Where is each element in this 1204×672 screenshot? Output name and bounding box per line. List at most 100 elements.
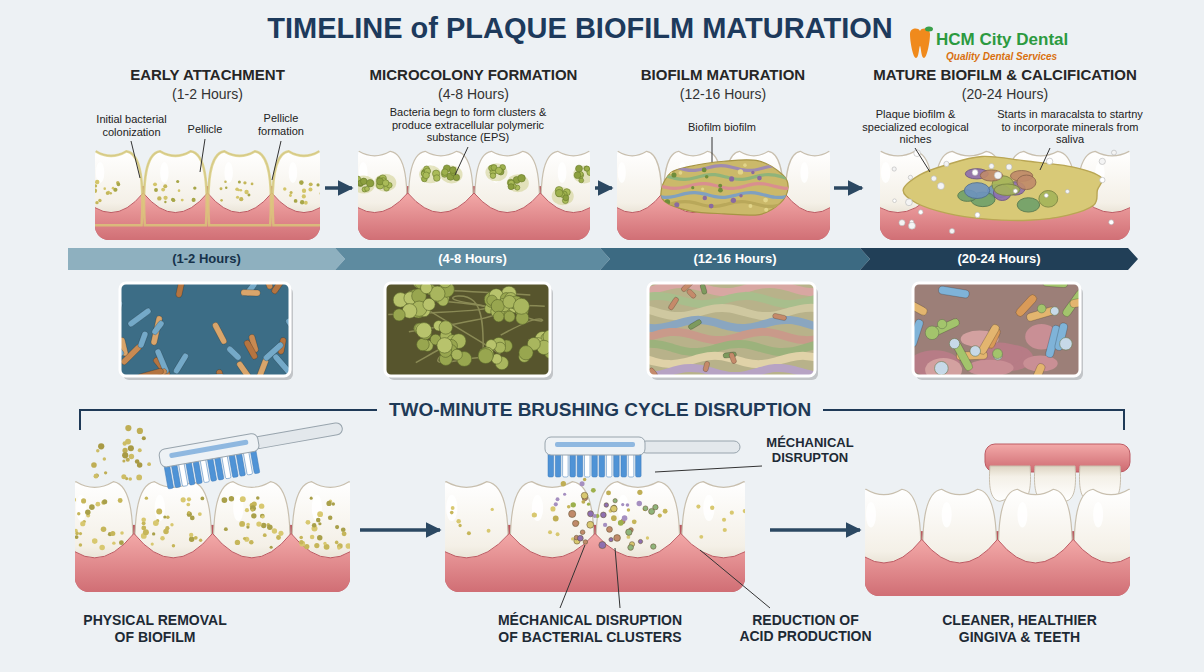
debris-particle [138, 448, 142, 452]
plaque-dot [337, 546, 340, 549]
bacteria-dot [764, 208, 768, 212]
debris-particle [137, 428, 143, 434]
plaque-dot [323, 542, 326, 545]
plaque-dot [304, 544, 309, 549]
plaque-dot [256, 496, 260, 500]
plaque-dot [260, 514, 265, 519]
chevron-fill [600, 248, 870, 270]
bacteria-dot [95, 188, 97, 193]
teeth-illustration [865, 489, 1130, 596]
bacteria-dot [319, 192, 320, 195]
mineral-speck [1109, 220, 1114, 225]
bacteria-dot [304, 201, 308, 205]
plaque-dot [328, 516, 333, 521]
bacteria-dot [192, 198, 196, 202]
brush-stripe [555, 442, 635, 447]
bacteria-dot [238, 181, 241, 184]
plaque-dot [722, 518, 726, 522]
plaque-dot [306, 520, 311, 525]
mineral-speck [1112, 150, 1117, 155]
bristle [628, 453, 634, 477]
plaque-dot [326, 501, 331, 506]
plaque-dot [245, 508, 249, 512]
bacterium [172, 352, 189, 375]
leader-line [1040, 148, 1050, 170]
bacteria-dot [751, 171, 754, 174]
coccus [937, 319, 946, 328]
bacteria-cluster [579, 178, 584, 183]
plaque-dot [110, 531, 115, 536]
plaque-dot [317, 511, 323, 517]
bacteria-dot [308, 188, 312, 192]
ecological-niche [994, 184, 1020, 195]
bacteria-dot [98, 199, 101, 202]
brush-stripe [169, 439, 249, 458]
callout-text: MÉCHANICAL DISRUPTON [760, 436, 860, 466]
callout-text: Plaque biofilm & specialized ecological … [858, 108, 973, 146]
coccus [393, 309, 405, 321]
plaque-dot [730, 511, 734, 515]
leader-line [272, 141, 281, 180]
mineral-speck [975, 212, 980, 217]
plaque-dot [229, 496, 234, 501]
bacterium [772, 313, 787, 321]
plaque-dot [310, 497, 313, 500]
debris-particle [556, 497, 560, 501]
bacteria-dot [224, 180, 227, 183]
plaque-dot [163, 529, 169, 535]
debris-particle [563, 493, 566, 496]
debris-particle [122, 459, 125, 462]
debris-particle [561, 481, 566, 486]
biofilm-layer [655, 201, 795, 207]
bacteria-cluster [574, 172, 581, 179]
teeth-illustration [75, 482, 350, 592]
plaque-dot [259, 503, 264, 508]
tooth-shine [532, 495, 543, 521]
debris-particle [122, 452, 128, 458]
bacteria-dot [748, 204, 752, 208]
coccus [417, 338, 430, 351]
bacteria-cluster [626, 529, 632, 535]
plaque-dot [145, 496, 148, 499]
bacteria-dot [763, 198, 768, 203]
bacteria-dot [702, 168, 707, 173]
plaque-dot [189, 533, 193, 537]
bacterium [1069, 295, 1080, 308]
bacterium [151, 319, 166, 335]
bacteria-cluster [643, 506, 648, 511]
bacteria-dot [243, 181, 246, 184]
calcified-mass [903, 156, 1102, 220]
plaque-dot [710, 506, 714, 510]
mineral-speck [989, 164, 994, 169]
bacteria-dot [782, 164, 785, 167]
coccus [1037, 304, 1046, 313]
bacteria-cluster [569, 510, 576, 517]
bacteria-dot [181, 199, 184, 202]
plaque-dot [166, 516, 170, 520]
bristle [614, 453, 620, 477]
bacteria-cluster [382, 180, 389, 187]
tooth-shine [160, 162, 169, 183]
biofilm-layer [648, 344, 815, 353]
bacterium [728, 352, 737, 364]
stage-time: (4-8 Hours) [352, 86, 595, 103]
plaque-dot [556, 532, 560, 536]
eps-matrix [419, 165, 441, 183]
micrograph-ground [913, 283, 1080, 376]
bacteria-dot [300, 200, 304, 204]
debris-particle [103, 457, 106, 460]
bacteria-dot [294, 199, 298, 203]
bacteria-dot [95, 180, 99, 184]
mineral-speck [1099, 158, 1105, 164]
plaque-dot [532, 513, 536, 517]
plaque-dot [272, 528, 277, 533]
debris-particle [621, 503, 624, 506]
tooth-shine [1093, 502, 1103, 527]
bacteria-dot [157, 196, 161, 200]
debris-particle [126, 458, 130, 462]
plaque-dot [456, 519, 460, 523]
bacteria-cluster [587, 521, 594, 528]
mineral-speck [1046, 158, 1052, 164]
plaque-dot [278, 531, 283, 536]
debris-particle [128, 445, 134, 451]
